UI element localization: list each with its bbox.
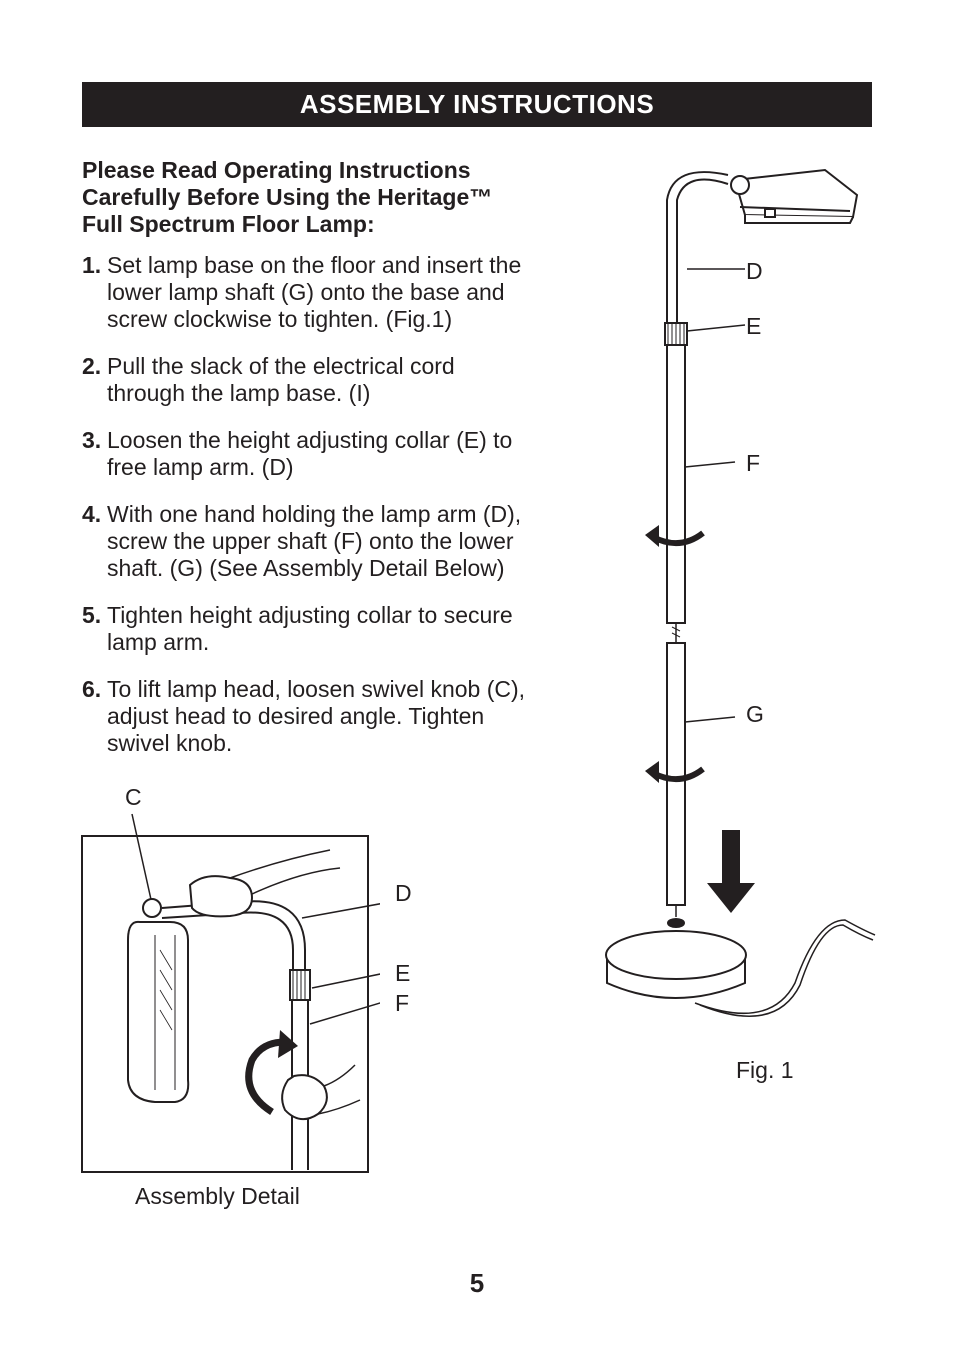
section-title: ASSEMBLY INSTRUCTIONS — [299, 89, 655, 119]
step-line: shaft. (G) (See Assembly Detail Below) — [107, 555, 505, 581]
step-number: 3. — [82, 427, 102, 453]
page-number: 5 — [469, 1268, 485, 1298]
step-number: 2. — [82, 353, 102, 379]
floor-lamp-illustration — [605, 168, 876, 1017]
step-line: To lift lamp head, loosen swivel knob (C… — [107, 676, 526, 702]
figure-caption: Assembly Detail — [135, 1183, 300, 1209]
step-item: 5. Tighten height adjusting collar to se… — [82, 602, 582, 656]
step-line: Pull the slack of the electrical cord — [107, 353, 455, 379]
step-line: adjust head to desired angle. Tighten — [107, 703, 485, 729]
label-d: D — [395, 880, 412, 906]
step-line: through the lamp base. (I) — [107, 380, 371, 406]
step-number: 4. — [82, 501, 102, 527]
step-item: 1. Set lamp base on the floor and insert… — [82, 252, 582, 333]
label-e: E — [746, 313, 762, 339]
label-d: D — [746, 258, 763, 284]
intro-line: Please Read Operating Instructions — [82, 157, 471, 183]
step-item: 6. To lift lamp head, loosen swivel knob… — [82, 676, 582, 757]
step-text: Tighten height adjusting collar to secur… — [107, 602, 582, 656]
figure-caption: Fig. 1 — [736, 1057, 794, 1083]
step-line: screw the upper shaft (F) onto the lower — [107, 528, 514, 554]
instruction-steps: 1. Set lamp base on the floor and insert… — [82, 252, 582, 777]
step-line: Loosen the height adjusting collar (E) t… — [107, 427, 513, 453]
intro-line: Full Spectrum Floor Lamp: — [82, 211, 375, 237]
step-item: 3. Loosen the height adjusting collar (E… — [82, 427, 582, 481]
step-item: 2. Pull the slack of the electrical cord… — [82, 353, 582, 407]
intro-line: Carefully Before Using the Heritage™ — [82, 184, 493, 210]
assembly-detail-illustration — [81, 813, 380, 1173]
step-line: Tighten height adjusting collar to secur… — [107, 602, 513, 628]
step-text: Pull the slack of the electrical cord th… — [107, 353, 582, 407]
label-e: E — [395, 960, 411, 986]
section-header: ASSEMBLY INSTRUCTIONS — [82, 82, 872, 127]
label-f: F — [395, 990, 410, 1016]
step-line: With one hand holding the lamp arm (D), — [107, 501, 522, 527]
step-number: 1. — [82, 252, 102, 278]
label-f: F — [746, 450, 761, 476]
intro-heading: Please Read Operating Instructions Caref… — [82, 157, 582, 238]
step-number: 5. — [82, 602, 102, 628]
step-text: To lift lamp head, loosen swivel knob (C… — [107, 676, 582, 757]
step-text: Set lamp base on the floor and insert th… — [107, 252, 582, 333]
step-item: 4. With one hand holding the lamp arm (D… — [82, 501, 582, 582]
step-line: free lamp arm. (D) — [107, 454, 294, 480]
step-line: swivel knob. — [107, 730, 233, 756]
step-text: Loosen the height adjusting collar (E) t… — [107, 427, 582, 481]
step-number: 6. — [82, 676, 102, 702]
step-text: With one hand holding the lamp arm (D), … — [107, 501, 582, 582]
step-line: lamp arm. — [107, 629, 210, 655]
step-line: Set lamp base on the floor and insert th… — [107, 252, 522, 278]
label-c: C — [125, 784, 142, 810]
step-line: lower lamp shaft (G) onto the base and — [107, 279, 505, 305]
label-g: G — [746, 701, 764, 727]
step-line: screw clockwise to tighten. (Fig.1) — [107, 306, 453, 332]
